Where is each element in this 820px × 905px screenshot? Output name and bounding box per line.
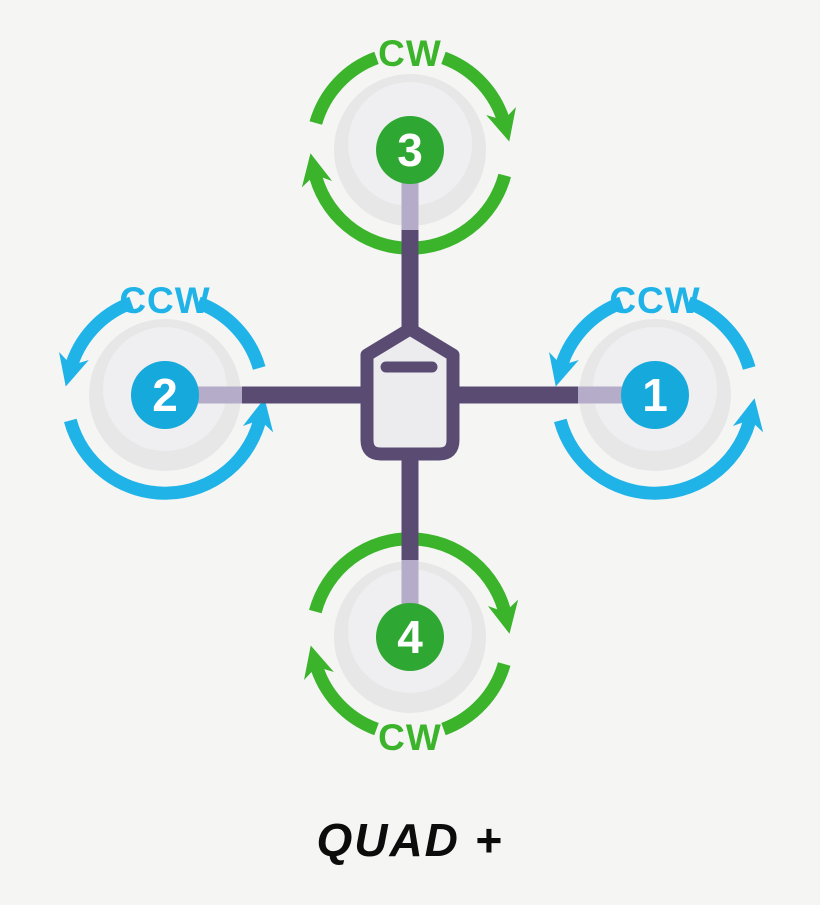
motor-number: 2 [152,369,178,421]
rotation-label-motor-3: CW [378,33,442,74]
rotation-label-motor-4: CW [378,717,442,758]
flight-controller-outline [360,322,460,461]
motor-number-badge-3: 3 [376,116,444,184]
flight-controller-body-icon [360,322,460,461]
motor-number: 3 [397,124,423,176]
rotation-label-motor-2: CCW [119,280,210,321]
badge-circle [376,603,444,671]
motor-number-badge-1: 1 [621,361,689,429]
badge-circle [621,361,689,429]
badge-circle [131,361,199,429]
motor-number-badge-2: 2 [131,361,199,429]
rotation-label-motor-1: CCW [609,280,700,321]
motor-number-badge-4: 4 [376,603,444,671]
frame-arm-top [401,222,419,350]
frame-arm-right [447,386,580,404]
diagram-title: QUAD + [316,814,503,866]
motor-number: 4 [397,611,423,663]
motor-number: 1 [642,369,668,421]
frame-arm-left [239,386,373,404]
frame-arm-bottom [401,450,419,563]
badge-circle [376,116,444,184]
